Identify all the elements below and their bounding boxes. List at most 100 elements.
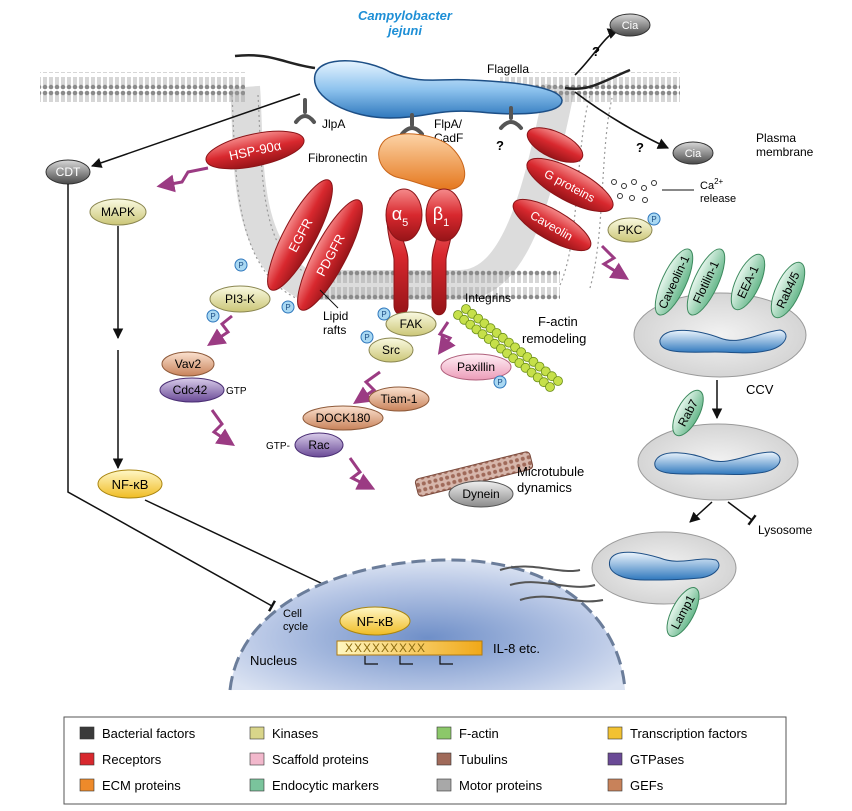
rab7-marker: [672, 389, 704, 437]
legend-label: ECM proteins: [102, 778, 181, 793]
il8-label: IL-8 etc.: [493, 641, 540, 656]
legend-swatch: [249, 778, 265, 792]
tiam1-node: [368, 386, 430, 412]
legend-label: Motor proteins: [459, 778, 543, 793]
phospho-badge: [234, 258, 248, 272]
species-name-line1: Campylobacter: [358, 8, 453, 23]
rac-label: Rac: [308, 438, 329, 452]
svg-text:P: P: [210, 312, 215, 321]
legend-label: Receptors: [102, 752, 162, 767]
jlpa-label: JlpA: [322, 117, 345, 131]
legend-label: GTPases: [630, 752, 685, 767]
g-proteins: [526, 157, 614, 213]
cdc42-gtp-label: GTP: [226, 386, 247, 397]
mapk-label: MAPK: [101, 205, 135, 219]
legend-label: F-actin: [459, 726, 499, 741]
lipid-rafts-line2: rafts: [323, 323, 346, 337]
phospho-badges: P P P P P P P: [206, 212, 661, 389]
cdt-label: CDT: [56, 165, 81, 179]
dna-strand: [336, 640, 483, 656]
cdc42-node: [159, 377, 225, 403]
flpa-anchor: [400, 113, 424, 136]
signaling-center: PI3-K Vav2 Cdc42 GTP FAK Src Paxillin Ti…: [159, 217, 653, 490]
actin-bead: [545, 382, 555, 392]
vav2-label: Vav2: [175, 357, 202, 371]
pdgfr-receptor: [297, 199, 363, 311]
lysosomal-vesicle: Lamp1: [591, 531, 737, 637]
pi3k-node: [209, 285, 271, 313]
pi3k-label: PI3-K: [225, 292, 255, 306]
svg-text:P: P: [381, 310, 386, 319]
svg-text:P: P: [238, 261, 243, 270]
microtubule-label-line2: dynamics: [517, 480, 572, 495]
phospho-badge: [493, 375, 507, 389]
flagellum-left: [234, 54, 316, 70]
plasma-membrane-label-line1: Plasma: [756, 131, 796, 145]
alpha5-label: α5: [392, 204, 409, 229]
integrins-label: Integrins: [465, 291, 511, 305]
legend-swatch: [249, 726, 265, 740]
phospho-badge: [360, 330, 374, 344]
legend-swatch: [436, 778, 452, 792]
actin-bead: [553, 376, 563, 386]
legend-label: Tubulins: [459, 752, 508, 767]
svg-text:P: P: [651, 215, 656, 224]
legend-swatch: [436, 726, 452, 740]
fibronectin-blob: [378, 133, 466, 191]
calcium-release: Ca2+ release: [611, 177, 736, 205]
paxillin-label: Paxillin: [457, 360, 495, 374]
svg-text:P: P: [364, 333, 369, 342]
adhesins: JlpA FlpA/ CadF Fibronectin: [294, 98, 523, 191]
fak-label: FAK: [400, 317, 423, 331]
paxillin-node: [440, 353, 512, 381]
ccv-label: CCV: [746, 382, 774, 397]
signaling-left: CDT MAPK NF-κB: [45, 93, 379, 612]
calcium-label: Ca2+: [700, 177, 724, 192]
flagellum-right: [564, 68, 631, 91]
svg-text:P: P: [497, 378, 502, 387]
f-actin-filament: [453, 304, 563, 392]
release-label: release: [700, 193, 736, 205]
legend-label: Endocytic markers: [272, 778, 379, 793]
src-label: Src: [382, 343, 400, 357]
bacterium: Campylobacter jejuni Flagella: [234, 8, 631, 119]
legend-swatch: [607, 726, 623, 740]
cia-top-label: Cia: [622, 20, 639, 32]
legend-swatch: [249, 752, 265, 766]
nfkb-cytoplasm-node: [97, 469, 163, 499]
caveolin1-marker: [654, 248, 694, 316]
lamp1-marker: [666, 587, 700, 637]
factin-label-line2: remodeling: [522, 331, 586, 346]
phospho-badge: [206, 309, 220, 323]
pkc-node: [607, 217, 653, 243]
tiam1-label: Tiam-1: [381, 392, 418, 406]
legend-label: GEFs: [630, 778, 664, 793]
legend-swatch: [436, 752, 452, 766]
cia-secretion: Cia Cia ? ? ? Plasma membrane: [496, 13, 814, 165]
egfr-receptor: [267, 179, 333, 291]
microtubule-label-line1: Microtubule: [517, 464, 584, 479]
factin-label-line1: F-actin: [538, 314, 578, 329]
question-mark-right: ?: [636, 140, 644, 155]
nucleus: Nucleus Cell cycle NF-κB XXXXXXXXX IL-8 …: [228, 558, 627, 691]
svg-text:P: P: [285, 303, 290, 312]
legend-label: Kinases: [272, 726, 319, 741]
legend-swatch: [607, 778, 623, 792]
rab45-marker: [770, 261, 806, 319]
hsp90-receptor: [205, 130, 305, 170]
phospho-badge: [647, 212, 661, 226]
caveolin-protein: [512, 198, 592, 252]
dock180-node: [302, 405, 384, 431]
receptors: HSP-90α EGFR PDGFR α5 β1 Integrins G pro…: [205, 127, 614, 337]
mapk-node: [89, 198, 147, 226]
rac-node: [294, 432, 344, 458]
pkc-label: PKC: [618, 223, 643, 237]
lysosome-label: Lysosome: [758, 523, 813, 537]
cell-cycle-line1: Cell: [283, 608, 302, 620]
lipid-rafts-line1: Lipid: [323, 309, 348, 323]
nfkb-nucleus-node: [339, 606, 411, 636]
cell-cycle-line2: cycle: [283, 621, 308, 633]
jlpa-anchor: [294, 98, 316, 124]
legend-label: Transcription factors: [630, 726, 748, 741]
